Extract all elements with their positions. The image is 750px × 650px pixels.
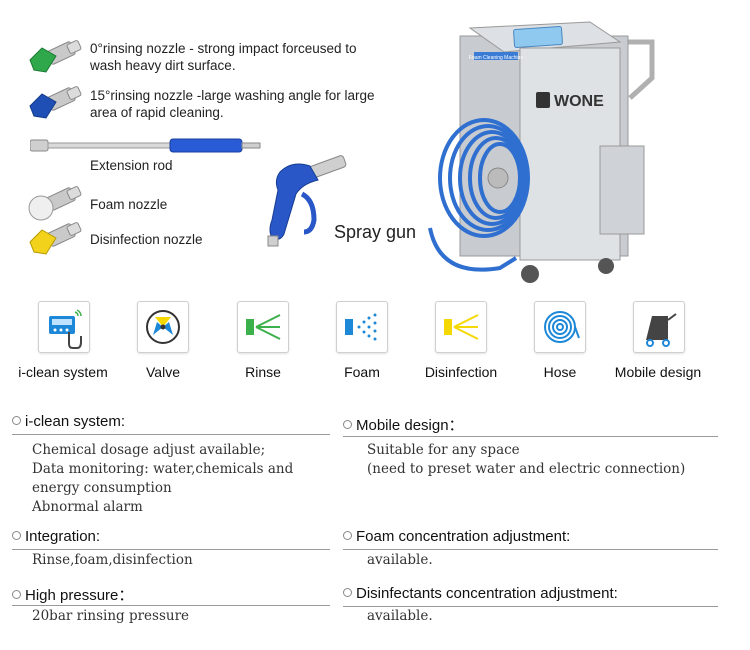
integration-line-1: Rinse,foam,disinfection — [32, 552, 193, 568]
icon-label-valve: Valve — [146, 364, 180, 380]
section-iclean-divider — [12, 434, 330, 435]
spray-gun-label: Spray gun — [334, 222, 417, 242]
section-integration-body: Rinse,foam,disinfection — [32, 551, 193, 570]
section-iclean-title: i-clean system: — [12, 413, 125, 430]
bullet-icon — [12, 416, 21, 425]
hose-icon — [534, 301, 586, 353]
yellow-nozzle-icon — [29, 222, 82, 255]
iclean-line-4: Abnormal alarm — [32, 499, 143, 515]
section-mobile-body: Suitable for any space (need to preset w… — [367, 441, 685, 479]
accessory-15-degree-text: 15°rinsing nozzle -large washing angle f… — [90, 88, 375, 120]
section-mobile-divider — [343, 436, 718, 437]
blue-nozzle-icon — [29, 86, 82, 119]
extension-rod-icon — [30, 138, 261, 153]
section-mobile-title-text: Mobile design： — [356, 417, 464, 434]
accessory-extension-rod-text: Extension rod — [90, 158, 173, 173]
section-pressure-title: High pressure： — [12, 584, 133, 605]
mobile-line-1: Suitable for any space — [367, 442, 520, 458]
section-disinf-conc-divider — [343, 606, 718, 607]
rinse-icon — [237, 301, 289, 353]
valve-icon — [137, 301, 189, 353]
mobile-cart-icon — [633, 301, 685, 353]
bullet-icon — [12, 531, 21, 540]
section-integration-title: Integration: — [12, 528, 100, 545]
section-iclean-body: Chemical dosage adjust available; Data m… — [32, 441, 293, 517]
bullet-icon — [343, 420, 352, 429]
brand-logo: WONE — [554, 93, 604, 110]
section-disinf-conc-title-text: Disinfectants concentration adjustment: — [356, 585, 618, 602]
icon-label-iclean: i-clean system — [18, 364, 108, 380]
section-disinf-conc-title: Disinfectants concentration adjustment: — [343, 585, 618, 602]
bullet-icon — [343, 588, 352, 597]
section-mobile-title: Mobile design： — [343, 414, 464, 435]
foam-icon — [336, 301, 388, 353]
section-pressure-title-text: High pressure： — [25, 587, 134, 604]
section-foam-conc-divider — [343, 549, 718, 550]
icon-label-rinse: Rinse — [245, 364, 281, 380]
section-iclean-title-text: i-clean system: — [25, 413, 126, 430]
green-nozzle-icon — [29, 40, 82, 73]
foam-nozzle-icon — [28, 186, 82, 221]
spray-gun-icon — [267, 155, 347, 247]
icon-label-disinfection: Disinfection — [424, 364, 498, 380]
section-disinf-conc-body: available. — [367, 607, 433, 626]
icon-label-foam: Foam — [344, 364, 380, 380]
section-integration-divider — [12, 549, 330, 550]
iclean-line-1: Chemical dosage adjust available; — [32, 442, 266, 458]
accessory-0-degree-text: 0°rinsing nozzle - strong impact forceus… — [90, 41, 357, 73]
section-integration-title-text: Integration: — [25, 528, 101, 545]
section-foam-conc-title: Foam concentration adjustment: — [343, 528, 570, 545]
section-foam-conc-body: available. — [367, 551, 433, 570]
foam-conc-line-1: available. — [367, 552, 433, 568]
section-foam-conc-title-text: Foam concentration adjustment: — [356, 528, 571, 545]
bullet-icon — [343, 531, 352, 540]
pressure-line-1: 20bar rinsing pressure — [32, 608, 190, 624]
icon-label-mobile: Mobile design — [614, 364, 702, 380]
panel-label: Foam Cleaning Machine — [469, 55, 523, 61]
disinf-conc-line-1: available. — [367, 608, 433, 624]
iclean-line-2: Data monitoring: water,chemicals and — [32, 461, 294, 477]
section-pressure-divider — [12, 605, 330, 606]
section-pressure-body: 20bar rinsing pressure — [32, 607, 189, 626]
icon-label-hose: Hose — [543, 364, 577, 380]
accessory-foam-nozzle-text: Foam nozzle — [90, 197, 168, 212]
touch-panel-icon — [38, 301, 90, 353]
disinfection-icon — [435, 301, 487, 353]
mobile-line-2: (need to preset water and electric conne… — [367, 461, 686, 477]
bullet-icon — [12, 590, 21, 599]
iclean-line-3: energy consumption — [32, 480, 172, 496]
accessory-disinfection-nozzle-text: Disinfection nozzle — [90, 232, 203, 247]
foam-cleaning-machine-image: Foam Cleaning Machine WONE — [428, 21, 655, 283]
